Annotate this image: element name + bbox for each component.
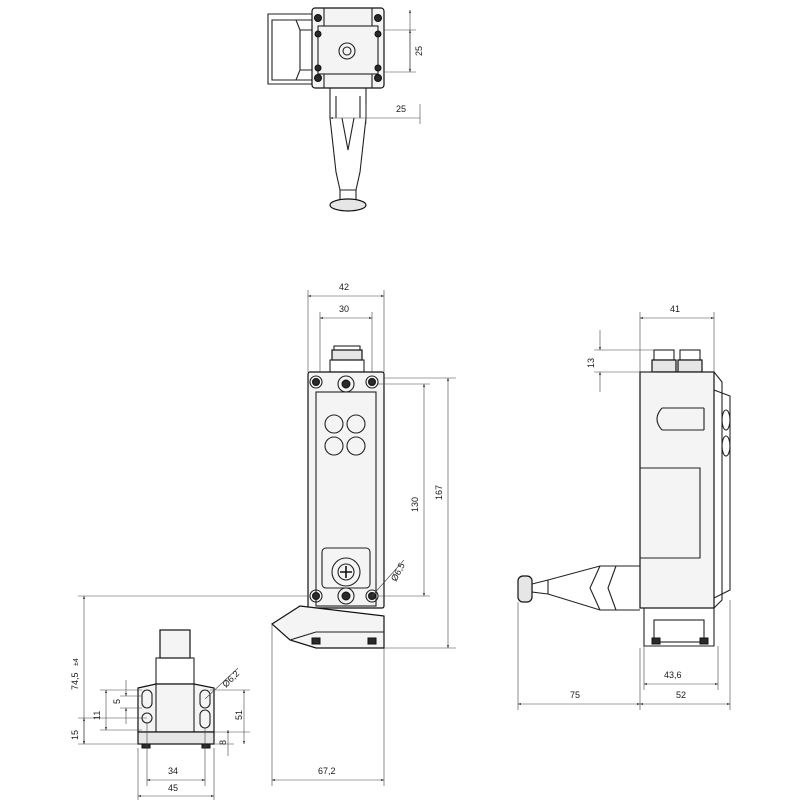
act-slot-width: 5 bbox=[112, 699, 122, 704]
front-width-inner: 30 bbox=[339, 304, 349, 314]
front-view: 42 30 130 167 Ø6,5 67,2 bbox=[271, 282, 456, 786]
act-height-slot: 11 bbox=[92, 711, 102, 720]
side-connector-height: 13 bbox=[586, 358, 596, 368]
side-view: 41 13 43,6 75 52 bbox=[517, 304, 731, 710]
act-tolerance: ±4 bbox=[73, 658, 80, 666]
actuator-view: 74,5 ±4 11 5 15 51 8 Ø6,2 34 45 bbox=[70, 595, 308, 800]
act-base-offset: 8 bbox=[218, 740, 228, 745]
front-hole-diameter: Ø6,5 bbox=[389, 561, 407, 583]
front-height-total: 167 bbox=[434, 485, 444, 500]
act-height-hole: 51 bbox=[234, 710, 244, 720]
side-width-foot: 43,6 bbox=[664, 670, 682, 680]
act-base-height: 15 bbox=[70, 730, 80, 740]
act-width-inner: 34 bbox=[168, 766, 178, 776]
act-hole-diameter: Ø6,2 bbox=[220, 669, 241, 690]
top-view: 25 25 bbox=[267, 7, 424, 212]
top-dim-b: 25 bbox=[396, 104, 406, 114]
act-height-actuator: 74,5 bbox=[70, 672, 80, 690]
front-height-holes: 130 bbox=[410, 497, 420, 512]
side-actuator-reach: 75 bbox=[570, 690, 580, 700]
top-dim-a: 25 bbox=[414, 46, 424, 56]
side-width-top: 41 bbox=[670, 304, 680, 314]
front-width-outer: 42 bbox=[339, 282, 349, 292]
side-width-body: 52 bbox=[676, 690, 686, 700]
front-actuator-width: 67,2 bbox=[318, 766, 336, 776]
act-width-outer: 45 bbox=[168, 783, 178, 793]
